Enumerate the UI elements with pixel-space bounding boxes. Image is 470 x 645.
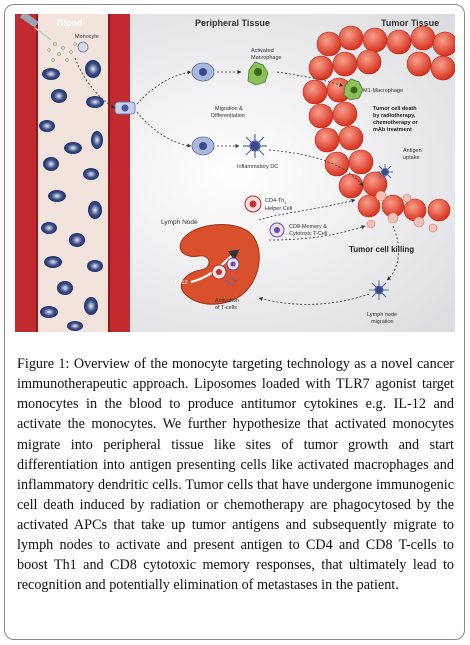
m1-macrophage — [343, 78, 364, 101]
migrating-monocyte — [114, 101, 136, 115]
il12-label: IL-12 — [175, 280, 188, 286]
tumor-killing-label: Tumor cell killing — [349, 245, 414, 254]
m1-macrophage-label: M1-Macrophage — [363, 88, 403, 94]
svg-text:chemotherapy or: chemotherapy or — [373, 120, 418, 126]
svg-text:Tumor cell death: Tumor cell death — [373, 106, 417, 112]
blood-title: Blood — [57, 18, 83, 28]
cd4-label: CD4-Th1 — [265, 198, 287, 205]
t-cells-label: of T-cells — [215, 305, 237, 311]
dying-tumor-cells — [366, 190, 438, 233]
cd8-memory-label: CD8-Memory & — [289, 224, 327, 230]
syringe-icon — [19, 14, 52, 41]
migrating-dc-icon — [369, 280, 389, 300]
monocyte-targeting-diagram: Blood Peripheral Tissue Tumor Tissue Mon… — [15, 14, 455, 332]
peripheral-title: Peripheral Tissue — [195, 18, 270, 28]
antigen-presenting-dc — [377, 164, 393, 180]
migration-sub-label: migration — [371, 319, 394, 325]
uptake-label: uptake — [403, 155, 420, 161]
monocyte-label: Monocyte — [75, 34, 99, 40]
lymph-node-shape — [179, 224, 260, 305]
svg-text:by radiotherapy,: by radiotherapy, — [373, 113, 416, 119]
cytotoxic-label: Cytotoxic T-Cell — [289, 231, 327, 237]
migration-label: Migration & — [215, 106, 243, 112]
antigen-label: Antigen — [403, 148, 422, 154]
svg-text:mAb treatment: mAb treatment — [373, 127, 412, 133]
activation-label: Activation — [215, 298, 239, 304]
tumor-cells — [302, 25, 455, 222]
figure-caption: Figure 1: Overview of the monocyte targe… — [17, 354, 454, 595]
inflammatory-dc-label: Inflammatory DC — [237, 164, 278, 170]
activated-label: Activated — [251, 48, 274, 54]
liposome-particles — [47, 41, 77, 62]
cd8-cytotoxic-cell — [269, 222, 285, 238]
tissue-monocyte — [191, 62, 215, 82]
tissue-monocyte-2 — [191, 136, 215, 156]
helper-cell-label: Helper Cell — [265, 206, 292, 212]
caption-text: Overview of the monocyte targeting techn… — [17, 356, 455, 594]
caption-label: Figure 1: — [17, 356, 70, 373]
differentiation-label: Differentiation — [211, 113, 245, 119]
red-blood-cells — [39, 60, 104, 331]
inflammatory-dc-icon — [243, 134, 267, 158]
tumor-death-label: Tumor cell death by radiotherapy, chemot… — [373, 106, 418, 133]
macrophage-label: Macrophage — [251, 55, 282, 61]
cd4-helper-cell — [244, 195, 262, 213]
tumor-title: Tumor Tissue — [381, 18, 439, 28]
activated-macrophage — [247, 61, 269, 86]
t-cell-activation-cluster — [211, 257, 240, 287]
lymph-node-migration-label: Lymph node — [367, 312, 397, 318]
monocyte-cell — [77, 41, 89, 53]
lymph-node-title: Lymph Node — [161, 219, 198, 226]
